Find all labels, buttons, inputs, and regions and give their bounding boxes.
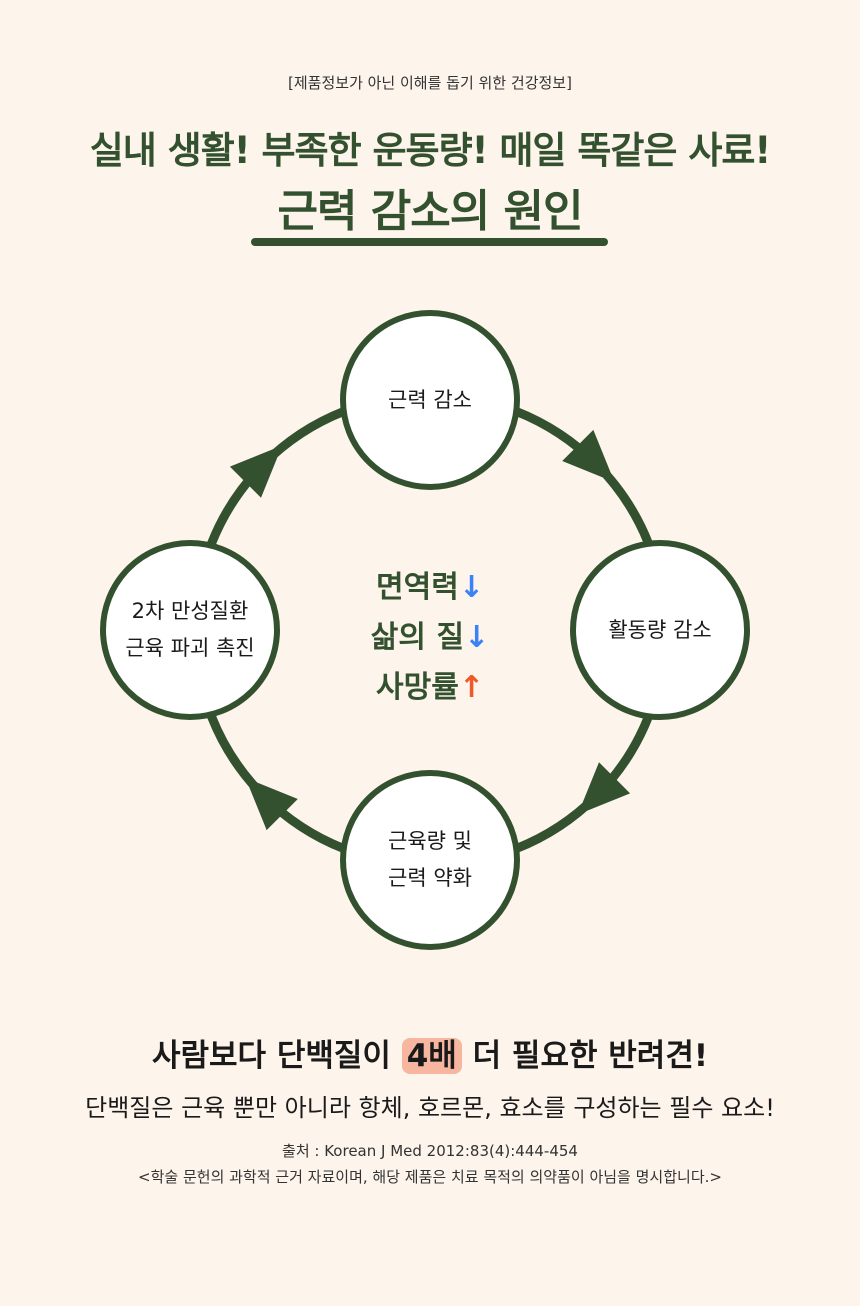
center-quality-of-life: 삶의 질↓	[330, 612, 530, 656]
headline: 실내 생활! 부족한 운동량! 매일 똑같은 사료!	[89, 129, 772, 172]
main-text: 더 필요한 반려견!	[472, 1038, 708, 1074]
center-immunity: 면역력↓	[330, 562, 530, 606]
node-activity-decrease: 활동량 감소	[570, 540, 750, 720]
title-underline	[251, 238, 608, 246]
cycle-arrow-icon	[245, 777, 298, 831]
cycle-arrow-icon	[229, 445, 283, 498]
node-chronic-disease: 2차 만성질환 근육 파괴 촉진	[100, 540, 280, 720]
arrow-up-icon: ↑	[458, 670, 484, 705]
cycle-arrow-icon	[577, 762, 631, 815]
info-disclaimer: [제품정보가 아닌 이해를 돕기 위한 건강정보]	[288, 74, 572, 92]
sub-statement: 단백질은 근육 뿐만 아니라 항체, 호르몬, 효소를 구성하는 필수 요소!	[85, 1094, 775, 1122]
node-label: 근력 감소	[388, 387, 472, 412]
main-text: 사람보다 단백질이	[151, 1038, 391, 1074]
source-citation: 출처 : Korean J Med 2012:83(4):444-454	[282, 1142, 578, 1160]
node-strength-decrease: 근력 감소	[340, 310, 520, 490]
legal-note: <학술 문헌의 과학적 근거 자료이며, 해당 제품은 치료 목적의 의약품이 …	[138, 1168, 722, 1186]
node-label: 근육 파괴 촉진	[125, 636, 255, 660]
node-muscle-weakening: 근육량 및 근력 약화	[340, 770, 520, 950]
center-mortality: 사망률↑	[330, 662, 530, 706]
highlight-4x: 4배	[401, 1038, 462, 1074]
center-label: 면역력	[376, 570, 459, 605]
node-label: 2차 만성질환	[131, 599, 249, 624]
center-label: 사망률	[376, 670, 459, 705]
page-title: 근력 감소의 원인	[277, 186, 584, 237]
arrow-down-icon: ↓	[464, 620, 490, 655]
node-label: 근력 약화	[388, 866, 472, 890]
arrow-down-icon: ↓	[458, 570, 484, 605]
node-label: 근육량 및	[388, 829, 472, 854]
main-statement: 사람보다 단백질이 4배 더 필요한 반려견!	[0, 1030, 860, 1075]
node-label: 활동량 감소	[608, 617, 712, 642]
cycle-arrow-icon	[562, 429, 615, 483]
center-label: 삶의 질	[370, 620, 465, 655]
